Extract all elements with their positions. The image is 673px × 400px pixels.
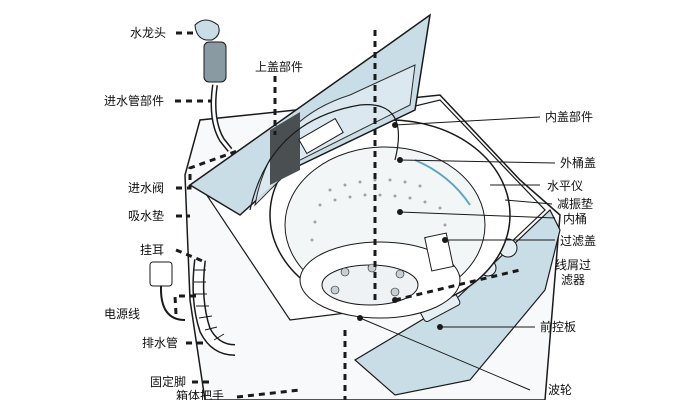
label-filter-cover: 过滤盖 [560, 234, 597, 248]
faucet-body [194, 19, 220, 41]
lid-dark-strip [270, 112, 300, 185]
label-upper-cover: 上盖部件 [255, 60, 304, 74]
leader-power [173, 294, 200, 315]
label-hanger: 挂耳 [140, 243, 165, 257]
label-power-cord: 电源线 [104, 307, 141, 321]
label-pulsator: 波轮 [548, 383, 573, 397]
power-plug [149, 261, 173, 287]
lid-handle [298, 117, 344, 155]
label-lint-filter-2: 滤器 [561, 273, 586, 287]
leader-hanger [175, 248, 206, 264]
tub-blue-stripe [414, 159, 471, 206]
label-outer-tub-cover: 外桶盖 [560, 156, 597, 170]
label-inner-tub: 内桶 [563, 212, 588, 226]
label-inlet-pipe: 进水管部件 [104, 94, 165, 108]
label-cabinet-handle: 箱体把手 [176, 389, 225, 400]
label-lint-filter-1: 线屑过 [555, 258, 592, 272]
power-cord [159, 285, 186, 321]
label-level-gauge: 水平仪 [547, 179, 584, 193]
leader-inlet-valve [176, 148, 241, 190]
label-fixed-foot: 固定脚 [150, 375, 187, 389]
label-damper-pad: 减振垫 [557, 197, 594, 211]
label-absorb-pad: 吸水垫 [128, 209, 165, 223]
label-faucet: 水龙头 [130, 26, 167, 40]
label-drain-pipe: 排水管 [142, 336, 179, 350]
label-inlet-valve: 进水阀 [128, 181, 165, 195]
label-inner-cover: 内盖部件 [545, 110, 594, 124]
label-front-panel: 前控板 [540, 320, 577, 334]
faucet-coupling [203, 41, 227, 83]
